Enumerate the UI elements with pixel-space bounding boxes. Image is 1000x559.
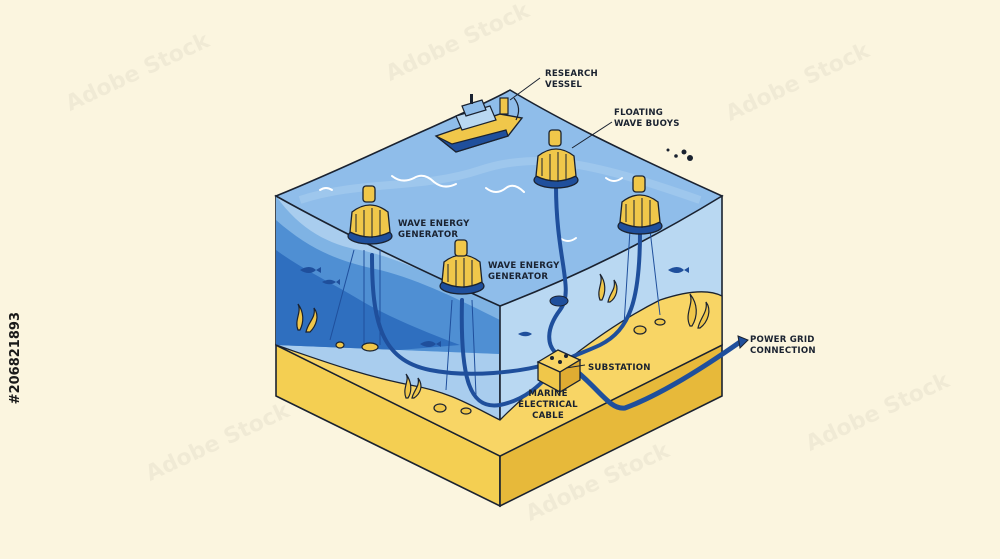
label-power-grid-line1: POWER GRID bbox=[750, 335, 815, 345]
anchors bbox=[335, 318, 666, 415]
label-research-vessel-line2: VESSEL bbox=[545, 80, 582, 90]
label-marine-cable-line2: ELECTRICAL bbox=[518, 400, 578, 410]
label-generator-left-line2: GENERATOR bbox=[398, 230, 458, 240]
label-generator-left-line1: WAVE ENERGY bbox=[398, 219, 470, 229]
label-floating-buoys-line2: WAVE BUOYS bbox=[614, 119, 680, 129]
anchor-buoy bbox=[549, 295, 569, 307]
buoy-top bbox=[533, 129, 579, 189]
research-vessel bbox=[434, 94, 524, 153]
splash bbox=[666, 148, 693, 161]
power-grid-arrow bbox=[737, 335, 749, 350]
label-generator-center-line1: WAVE ENERGY bbox=[488, 261, 560, 271]
buoy-left bbox=[347, 185, 393, 245]
label-substation: SUBSTATION bbox=[588, 363, 651, 373]
leader-lines bbox=[509, 77, 613, 369]
buoy-right bbox=[617, 175, 663, 235]
label-marine-cable-line1: MARINE bbox=[528, 389, 567, 399]
water-depth-bands bbox=[276, 196, 500, 354]
label-floating-buoys-line1: FLOATING bbox=[614, 108, 663, 118]
surface-waves bbox=[319, 174, 623, 242]
label-research-vessel-line1: RESEARCH bbox=[545, 69, 598, 79]
label-marine-cable-line3: CABLE bbox=[532, 411, 564, 421]
fish bbox=[300, 267, 689, 347]
substation-box bbox=[536, 349, 582, 394]
marine-cables bbox=[370, 184, 743, 411]
label-power-grid-line2: CONNECTION bbox=[750, 346, 816, 356]
mooring-lines bbox=[329, 229, 661, 396]
seaweed bbox=[296, 273, 710, 399]
label-generator-center-line2: GENERATOR bbox=[488, 272, 548, 282]
seabed bbox=[275, 291, 723, 457]
buoy-center bbox=[439, 239, 485, 295]
